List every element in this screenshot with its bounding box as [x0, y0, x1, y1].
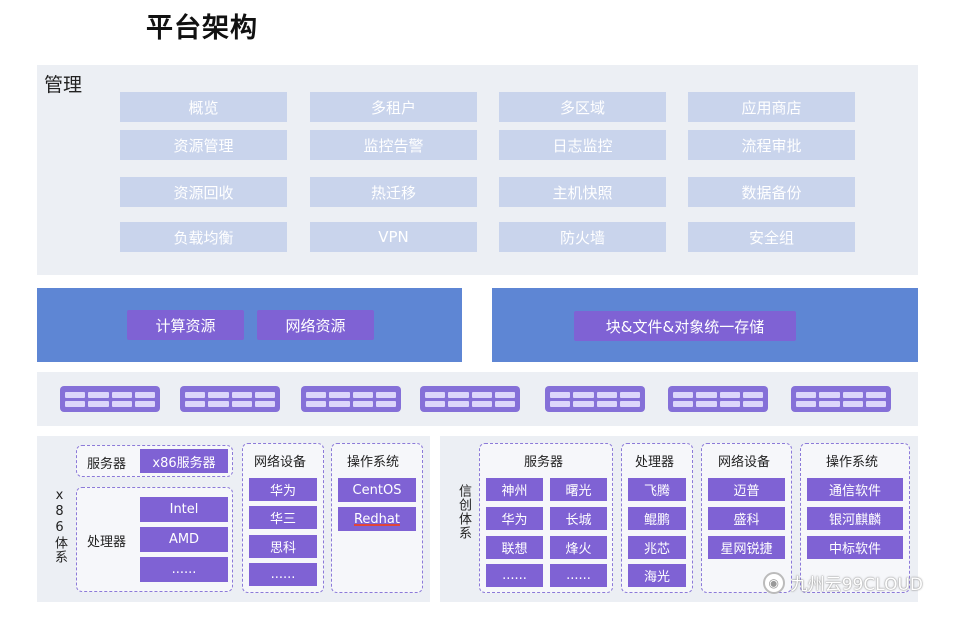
xc-processor-haiguang: 海光: [628, 564, 686, 587]
xc-server-tile: 曙光: [550, 478, 607, 501]
xc-network-shengke: 盛科: [708, 507, 785, 530]
management-tile: 监控告警: [310, 130, 477, 160]
x86-network-huawei: 华为: [249, 478, 317, 501]
xc-os-tongxin: 通信软件: [807, 478, 903, 501]
x86-processor-intel: Intel: [140, 497, 228, 522]
xc-network-ruijie: 星网锐捷: [708, 536, 785, 559]
management-tile: 概览: [120, 92, 287, 122]
management-tile: 日志监控: [499, 130, 666, 160]
management-tile: 多区域: [499, 92, 666, 122]
management-tile: 资源回收: [120, 177, 287, 207]
network-resource-tile: 网络资源: [257, 310, 374, 340]
compute-network-bar: [37, 288, 462, 362]
x86-os-redhat: Redhat: [338, 507, 416, 531]
management-label: 管理: [44, 74, 83, 96]
xc-server-tile: ......: [486, 564, 543, 587]
xc-os-label: 操作系统: [826, 455, 879, 470]
xc-os-zhongbiao: 中标软件: [807, 536, 903, 559]
management-tile: 多租户: [310, 92, 477, 122]
xc-network-maipu: 迈普: [708, 478, 785, 501]
xc-processor-zhaoxin: 兆芯: [628, 536, 686, 559]
xc-server-tile: 联想: [486, 536, 543, 559]
xc-server-label: 服务器: [524, 455, 564, 470]
server-icon: [60, 386, 160, 412]
x86-network-label: 网络设备: [254, 455, 307, 470]
x86-server-label: 服务器: [87, 457, 127, 472]
xc-processor-kunpeng: 鲲鹏: [628, 507, 686, 530]
xinchuang-side-label: 信创体系: [456, 484, 471, 540]
server-icon: [791, 386, 891, 412]
server-icon: [180, 386, 280, 412]
x86-network-h3c: 华三: [249, 506, 317, 529]
storage-tile: 块&文件&对象统一存储: [574, 311, 796, 341]
x86-network-more: ......: [249, 563, 317, 586]
watermark-text: 九州云99CLOUD: [790, 575, 923, 595]
compute-resource-tile: 计算资源: [127, 310, 244, 340]
x86-processor-more: ......: [140, 557, 228, 582]
x86-processor-label: 处理器: [87, 535, 127, 550]
management-tile: 负载均衡: [120, 222, 287, 252]
management-tile: 资源管理: [120, 130, 287, 160]
management-tile: 流程审批: [688, 130, 855, 160]
x86-os-label: 操作系统: [347, 455, 400, 470]
xc-server-tile: ......: [550, 564, 607, 587]
x86-side-label: x86体系: [52, 488, 67, 564]
management-tile: 防火墙: [499, 222, 666, 252]
xc-network-label: 网络设备: [718, 455, 771, 470]
x86-server-tile: x86服务器: [140, 449, 228, 473]
xc-processor-label: 处理器: [635, 455, 675, 470]
management-tile: VPN: [310, 222, 477, 252]
x86-network-cisco: 思科: [249, 535, 317, 558]
management-tile: 安全组: [688, 222, 855, 252]
xc-processor-feiteng: 飞腾: [628, 478, 686, 501]
watermark: ◉ 九州云99CLOUD: [762, 570, 923, 595]
x86-processor-amd: AMD: [140, 527, 228, 552]
server-icon: [301, 386, 401, 412]
xc-server-tile: 华为: [486, 507, 543, 530]
management-tile: 主机快照: [499, 177, 666, 207]
server-icon: [545, 386, 645, 412]
xc-server-tile: 神州: [486, 478, 543, 501]
server-icon: [668, 386, 768, 412]
page-title: 平台架构: [146, 13, 258, 44]
x86-os-centos: CentOS: [338, 478, 416, 502]
xc-server-tile: 长城: [550, 507, 607, 530]
wechat-icon: ◉: [762, 571, 785, 594]
xc-os-kylin: 银河麒麟: [807, 507, 903, 530]
server-icon: [420, 386, 520, 412]
management-tile: 数据备份: [688, 177, 855, 207]
management-tile: 应用商店: [688, 92, 855, 122]
xc-server-tile: 烽火: [550, 536, 607, 559]
management-tile: 热迁移: [310, 177, 477, 207]
